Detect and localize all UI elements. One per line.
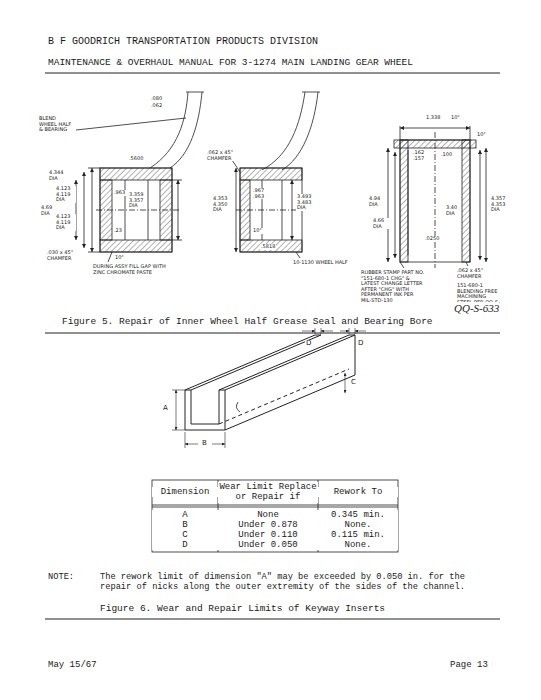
table-cell: A [152, 510, 218, 520]
table-cell: None. [318, 540, 398, 550]
page-date: May 15/67 [48, 660, 97, 670]
note-text: The rework limit of dimension "A" may be… [100, 572, 498, 592]
dimension: 4.123 4.119 DIA [55, 186, 76, 203]
table-cell: None [218, 510, 318, 520]
part-name: 10-1130 WHEEL HALF [292, 260, 354, 266]
dimension: .963 [113, 190, 126, 196]
table-header: Wear Limit Replace or Repair if [218, 482, 318, 503]
left-section [76, 92, 204, 262]
table-cell: D [152, 540, 218, 550]
dimension-letter: C [350, 379, 357, 387]
dimension: .062 [150, 103, 163, 109]
table-cell: Under 0.110 [218, 530, 318, 540]
note-label: NOTE: [48, 572, 74, 582]
dimension: .0250 [424, 236, 440, 242]
dimension: .162 .157 [412, 150, 424, 161]
dimension: 4.357 4.353 DIA [490, 196, 511, 213]
table-cell: None. [318, 520, 398, 530]
angle: 10° [450, 115, 461, 121]
dimension: 4.344 DIA [48, 170, 70, 181]
dimension-letter: D [305, 340, 312, 348]
rules [45, 73, 500, 619]
dimension: 4.123 4.119 DIA [55, 214, 76, 231]
dimension: 4.69 DIA [40, 205, 56, 216]
dimension-letter: A [162, 405, 169, 413]
dimension: 3.493 3.483 DIA [296, 194, 318, 211]
marking-note: RUBBER STAMP PART NO. "151-680-1 CHG" & … [360, 270, 426, 303]
dimension: .100 [440, 152, 453, 158]
assembly-note: DURING ASSY FILL GAP WITH ZINC CHROMATE … [92, 264, 174, 275]
page-header: B F GOODRICH TRANSPORTATION PRODUCTS DIV… [48, 36, 318, 48]
table-cell: 0.115 min. [318, 530, 398, 540]
table-grid [152, 480, 398, 552]
table-cell: 0.345 min. [318, 510, 398, 520]
keyway-insert-channel [172, 328, 366, 448]
dimension: .5818 [260, 244, 276, 250]
dimension: 3.359 3.357 DIA [128, 192, 147, 209]
table-header: Rework To [318, 487, 398, 497]
angle: 10° [114, 255, 125, 261]
figure-caption: Figure 6. Wear and Repair Limits of Keyw… [100, 604, 385, 615]
table-cell: C [152, 530, 218, 540]
figure-caption: Figure 5. Repair of Inner Wheel Half Gre… [62, 317, 433, 328]
dimension: 4.353 4.350 DIA [212, 196, 233, 213]
dimension: .967 .963 [252, 188, 263, 199]
dimension: 4.66 DIA [372, 218, 389, 229]
manual-title: MAINTENANCE & OVERHAUL MANUAL FOR 3-1274… [48, 58, 413, 69]
right-section [388, 126, 486, 268]
dimension-letter: B [201, 440, 208, 448]
angle: 10° [252, 228, 263, 234]
table-cell: Under 0.050 [218, 540, 318, 550]
angle: 10° [476, 132, 487, 138]
dimension: 3.40 DIA [445, 205, 460, 216]
dimension: 4.94 DIA [368, 196, 385, 207]
dimension: 1.338 [425, 115, 441, 121]
chamfer-note: .062 x 45° CHAMFER [456, 268, 502, 279]
table-header: Dimension [152, 487, 218, 497]
table-cell: Under 0.878 [218, 520, 318, 530]
chamfer-note: .062 x 45° CHAMFER [206, 150, 240, 161]
handwritten-note: QQ-S-633 [454, 302, 499, 314]
dimension: .23 [113, 228, 123, 234]
middle-section [232, 92, 320, 258]
chamfer-note: .030 x 45° CHAMFER [46, 250, 88, 261]
table-cell: B [152, 520, 218, 530]
page-number: Page 13 [450, 660, 488, 670]
dimension-letter: D [357, 340, 364, 348]
dimension: .080 [150, 96, 163, 102]
repair-note: BLEND WHEEL HALF & BEARING [38, 116, 76, 133]
dimension: .5600 [128, 156, 144, 162]
